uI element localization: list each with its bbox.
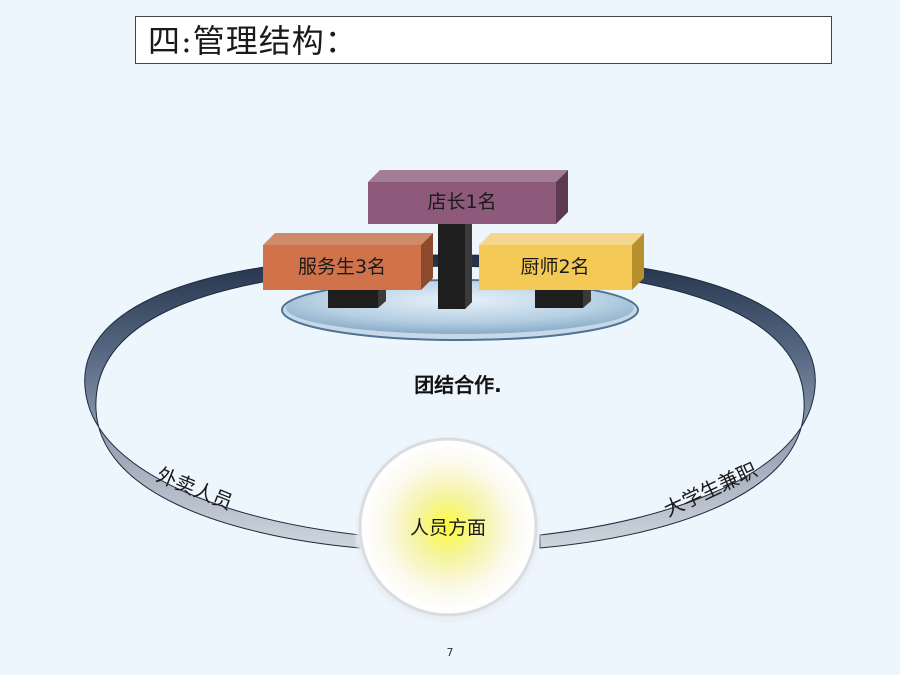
hub-circle: 人员方面 (356, 437, 540, 622)
hub-label: 人员方面 (410, 517, 486, 539)
role-label-manager: 店长1名 (427, 191, 496, 213)
role-block-manager: 店长1名 (368, 170, 568, 224)
title-box: 四:管理结构： (135, 16, 832, 64)
role-label-waiters: 服务生3名 (298, 256, 386, 278)
role-block-chefs: 厨师2名 (479, 233, 644, 290)
role-block-waiters: 服务生3名 (263, 233, 433, 290)
page-number: 7 (446, 646, 454, 659)
center-caption: 团结合作. (414, 373, 502, 397)
slide-title: 四:管理结构： (148, 22, 358, 60)
role-label-chefs: 厨师2名 (520, 256, 589, 278)
